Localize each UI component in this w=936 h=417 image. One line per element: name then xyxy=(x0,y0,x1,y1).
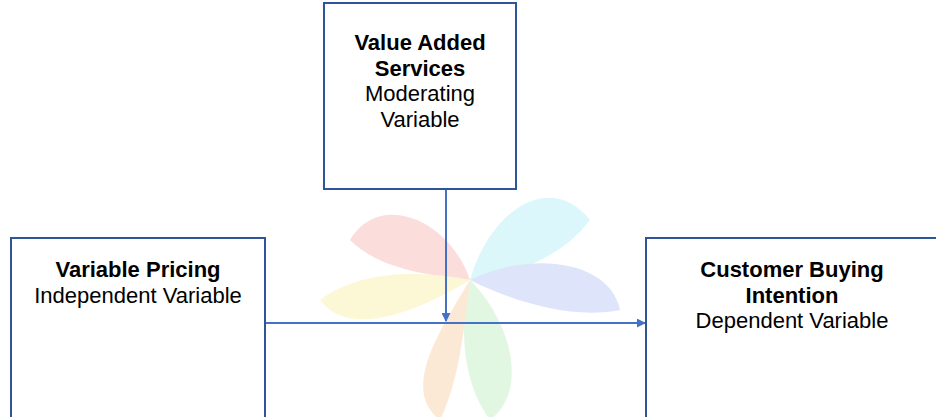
variable-role: Moderating Variable xyxy=(335,81,505,132)
logo-petal xyxy=(470,263,620,313)
variable-name: Customer Buying Intention xyxy=(657,257,927,308)
logo-petal xyxy=(320,274,470,319)
variable-role: Dependent Variable xyxy=(657,308,927,334)
logo-petal xyxy=(350,215,470,280)
variable-box: Value Added ServicesModerating Variable xyxy=(323,2,517,190)
variable-role: Independent Variable xyxy=(22,283,254,309)
moderating-arrow xyxy=(445,190,447,321)
variable-box: Variable PricingIndependent Variable xyxy=(10,237,266,417)
variable-name: Variable Pricing xyxy=(22,257,254,283)
variable-box: Customer Buying IntentionDependent Varia… xyxy=(645,237,936,417)
variable-name: Value Added Services xyxy=(335,30,505,81)
relationship-arrow xyxy=(266,322,645,324)
logo-petal xyxy=(464,280,512,417)
